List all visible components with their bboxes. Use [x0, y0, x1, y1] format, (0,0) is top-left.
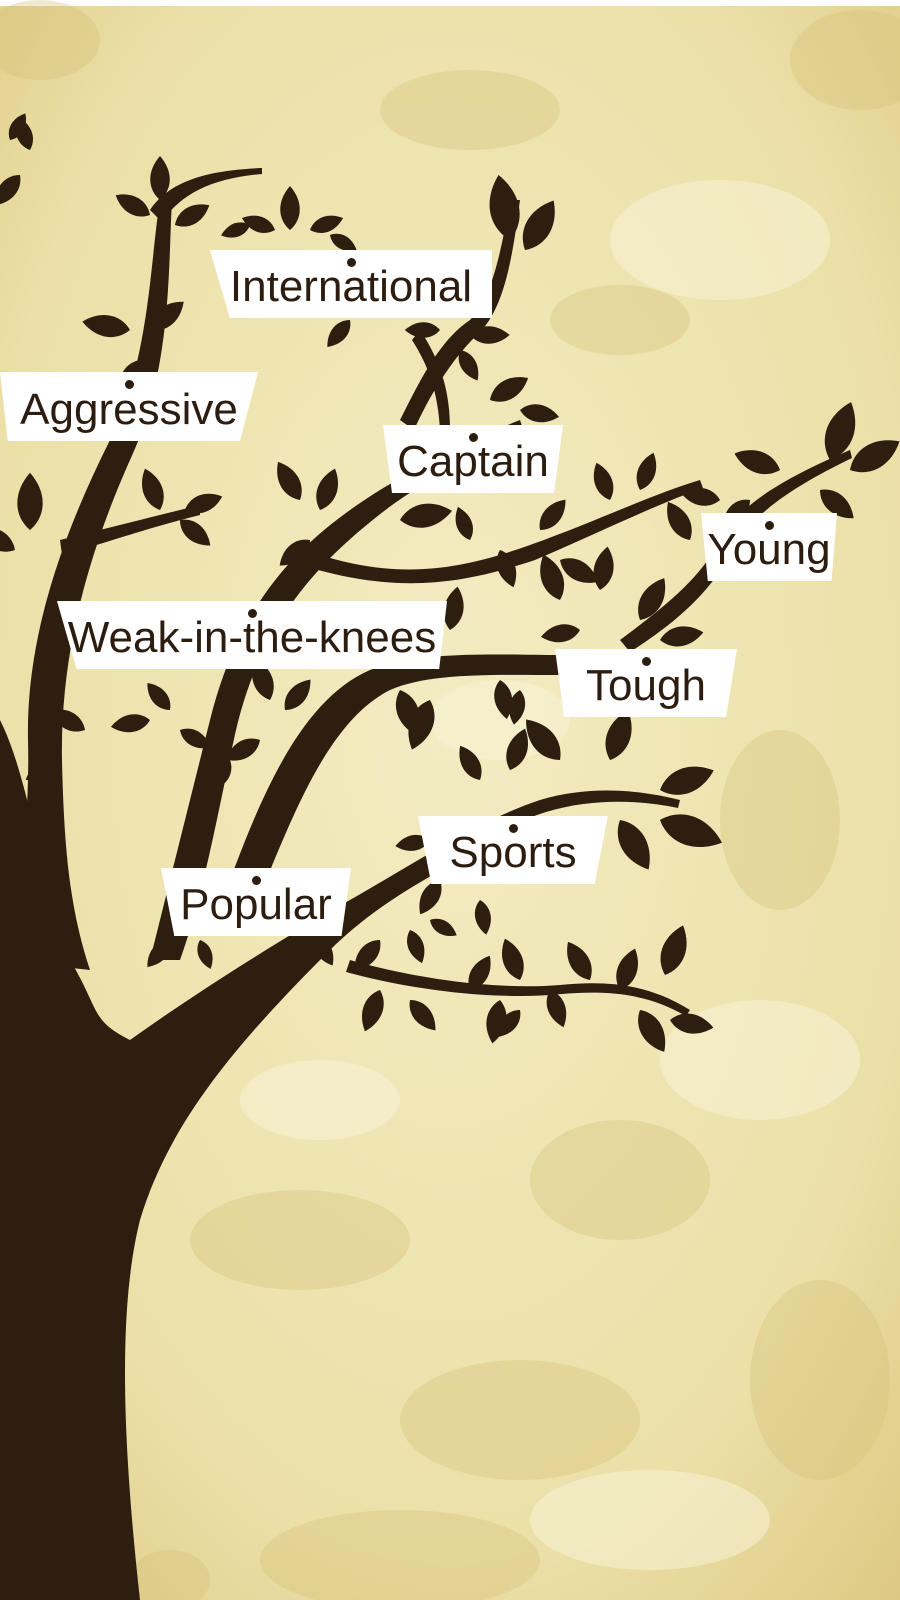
tag-international-label: International — [229, 262, 473, 311]
tag-sports-label: Sports — [449, 828, 577, 877]
tag-popular-label: Popular — [180, 880, 332, 929]
tag-aggressive-label: Aggressive — [20, 384, 238, 434]
tag-captain: Captain — [383, 425, 563, 493]
tag-weak-in-the-knees-label: Weak-in-the-knees — [67, 613, 437, 662]
tag-young-label: Young — [707, 525, 831, 574]
tag-international: International — [210, 250, 492, 318]
tag-tough: Tough — [555, 649, 737, 717]
branch-sports — [350, 790, 680, 912]
tag-young: Young — [701, 513, 837, 581]
branch-international-2 — [412, 330, 450, 430]
branch-lower-right — [346, 960, 690, 1016]
branch-stub-left — [60, 505, 200, 555]
tag-weak-in-the-knees: Weak-in-the-knees — [57, 601, 447, 669]
branch-left-curl — [150, 168, 262, 222]
branch-right-mid — [230, 654, 560, 890]
tag-aggressive: Aggressive — [0, 372, 258, 441]
tag-captain-label: Captain — [397, 437, 549, 486]
tag-popular: Popular — [161, 868, 351, 936]
tag-tough-label: Tough — [586, 661, 706, 710]
tree-trunk — [0, 720, 480, 1600]
tag-sports: Sports — [418, 816, 608, 884]
top-border — [0, 0, 900, 6]
branch-right-tip — [620, 450, 852, 652]
